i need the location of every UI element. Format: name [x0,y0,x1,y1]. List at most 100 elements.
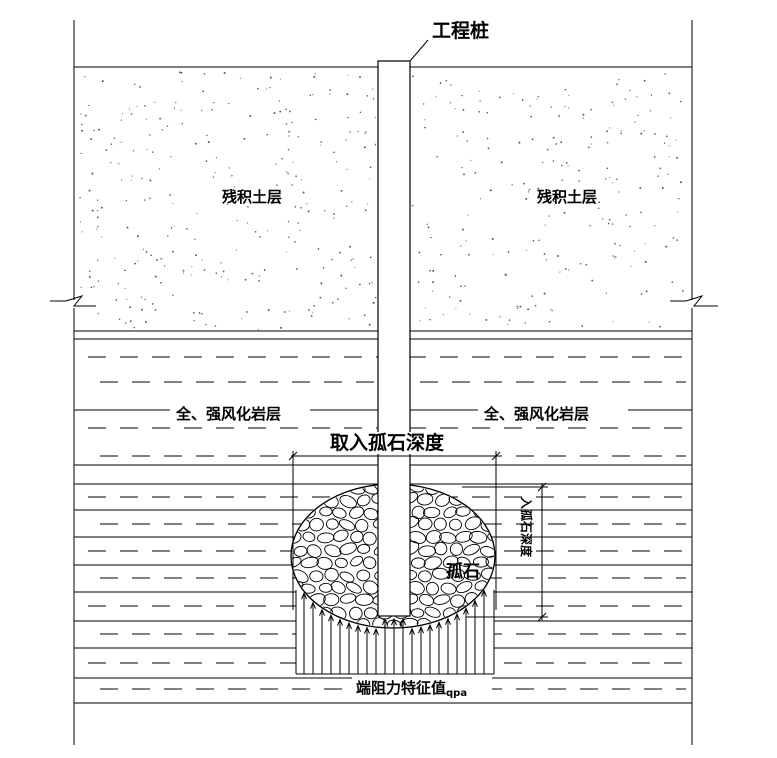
pebble [416,617,433,627]
soil-dot [537,187,540,190]
soil-dot [152,303,154,305]
soil-dot [97,259,99,261]
soil-dot [233,186,235,188]
soil-dot [663,142,666,144]
soil-dot [124,322,127,324]
soil-dot [91,209,94,212]
pebble [411,608,425,618]
soil-dot [299,206,302,209]
soil-dot [589,225,591,227]
pebble [362,556,377,570]
soil-dot [97,280,100,282]
soil-dot [640,211,642,214]
soil-dot [454,275,457,277]
soil-dot [154,275,157,278]
resistance-arrowhead [364,626,370,634]
soil-dot [214,325,217,327]
soil-dot [636,96,638,98]
soil-dot [607,142,609,144]
soil-dot [346,93,349,96]
soil-dot [679,100,682,103]
soil-dot [464,285,466,287]
soil-dot [545,259,548,261]
soil-dot [228,167,230,169]
soil-dot [129,320,132,323]
soil-dot [654,133,656,135]
soil-dot [144,199,146,201]
soil-dot [88,189,91,192]
soil-dot [346,205,348,207]
pebble [316,556,333,570]
pebble [350,530,364,544]
soil-dot [276,184,278,186]
soil-dot [372,98,375,100]
soil-dot [134,262,137,265]
embed-depth-label: 入孤石深度 [519,497,534,558]
soil-dot [357,130,359,132]
soil-dot [172,250,174,253]
soil-dot [374,116,376,119]
pebble [292,556,302,568]
residual-soil-label-left: 残积土层 [222,188,282,206]
pebble [450,594,465,608]
pebble [318,485,333,492]
resistance-arrowhead [463,606,469,615]
soil-dot [426,223,428,225]
soil-dot [371,282,373,284]
soil-dot [285,108,287,111]
soil-dot [88,104,90,107]
soil-dot [130,179,132,181]
soil-dot [527,308,530,311]
soil-dot [160,258,162,260]
soil-dot [429,318,431,321]
soil-dot [675,139,677,141]
soil-dot [417,281,420,283]
soil-dot [84,114,87,117]
soil-dot [359,111,362,114]
soil-dot [215,272,218,275]
soil-dot [634,250,636,252]
soil-dot [609,177,611,179]
pebble [319,582,333,593]
soil-dot [525,197,528,200]
soil-dot [151,151,154,153]
soil-dot [581,325,584,327]
soil-dot [614,257,616,259]
soil-dot [236,219,238,222]
pebble [332,507,347,519]
soil-dot [203,269,206,271]
soil-dot [289,310,291,312]
soil-dot [612,321,614,323]
soil-dot [548,215,550,217]
soil-dot [340,189,343,192]
soil-dot [531,295,534,297]
soil-dot [606,130,608,133]
soil-dot [140,296,143,299]
soil-dot [450,84,452,86]
soil-dot [161,129,164,131]
frame-lines [50,20,718,745]
pile-shaft [377,60,411,617]
soil-dot [668,92,671,95]
soil-dot [468,253,470,256]
pebble [362,531,377,546]
soil-dot [294,241,296,243]
soil-dot [536,98,538,100]
soil-dot [314,73,316,75]
soil-dot [146,148,148,150]
soil-dot [530,115,532,118]
soil-dot [478,90,480,92]
soil-dot [618,79,620,81]
resistance-arrowhead [418,625,424,634]
soil-dot [352,258,354,260]
soil-dot [616,178,618,180]
soil-dot [239,77,241,79]
soil-dot [439,82,442,84]
soil-dot [333,151,335,154]
soil-dot [359,283,361,286]
soil-dot [478,110,481,113]
soil-dot [139,86,141,88]
soil-dot [667,173,669,175]
soil-dot [606,167,609,170]
weathered-rock-label-left: 全、强风化岩层 [175,405,281,423]
